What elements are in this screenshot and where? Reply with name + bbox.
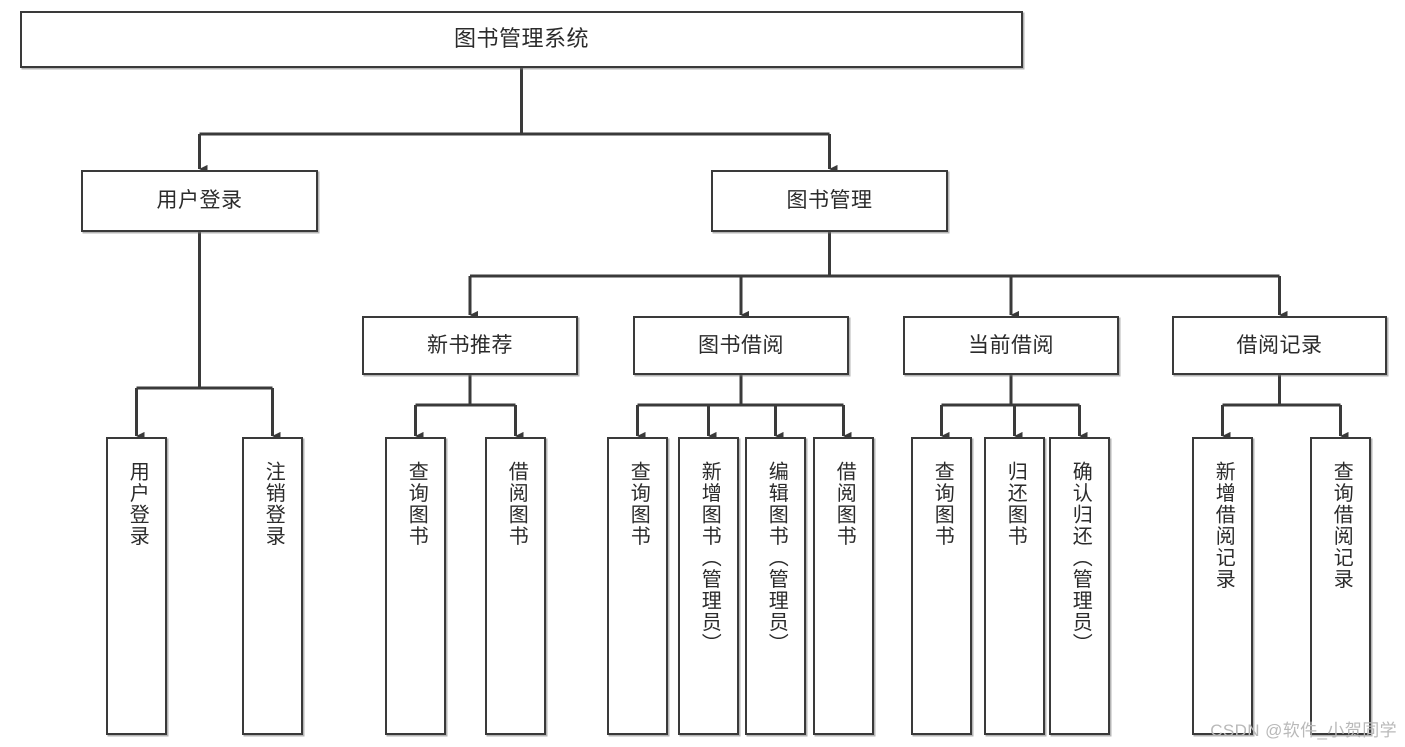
- node-leaf-rec-query[interactable]: 查询借阅记录: [1310, 437, 1371, 735]
- node-label: 用户登录: [126, 461, 149, 547]
- node-leaf-cur-return[interactable]: 归还图书: [984, 437, 1045, 735]
- node-leaf-cur-confirm[interactable]: 确认归还（管理员）: [1049, 437, 1110, 735]
- node-leaf-nb-query[interactable]: 查询图书: [385, 437, 446, 735]
- node-login[interactable]: 用户登录: [81, 170, 318, 232]
- node-label: 用户登录: [156, 189, 243, 213]
- node-leaf-bw-lend[interactable]: 借阅图书: [813, 437, 874, 735]
- node-leaf-user-login[interactable]: 用户登录: [106, 437, 167, 735]
- node-leaf-user-logout[interactable]: 注销登录: [242, 437, 303, 735]
- node-leaf-bw-edit[interactable]: 编辑图书（管理员）: [745, 437, 806, 735]
- node-label: 图书管理: [786, 189, 873, 213]
- node-current[interactable]: 当前借阅: [903, 316, 1119, 375]
- node-leaf-nb-borrow[interactable]: 借阅图书: [485, 437, 546, 735]
- node-label: 查询图书: [627, 461, 650, 547]
- node-label: 新增借阅记录: [1212, 461, 1235, 590]
- node-label: 借阅图书: [505, 461, 528, 547]
- node-label: 归还图书: [1004, 461, 1027, 547]
- node-records[interactable]: 借阅记录: [1172, 316, 1387, 375]
- node-label: 当前借阅: [968, 333, 1054, 357]
- node-label: 图书借阅: [698, 333, 784, 357]
- node-label: 借阅图书: [833, 461, 856, 547]
- node-label: 查询图书: [931, 461, 954, 547]
- node-bookmgmt[interactable]: 图书管理: [711, 170, 948, 232]
- watermark: CSDN @软件_小贺同学: [1210, 721, 1397, 740]
- node-leaf-rec-add[interactable]: 新增借阅记录: [1192, 437, 1253, 735]
- node-label: 确认归还（管理员）: [1069, 461, 1092, 655]
- node-leaf-cur-query[interactable]: 查询图书: [911, 437, 972, 735]
- node-label: 查询图书: [405, 461, 428, 547]
- node-leaf-bw-query[interactable]: 查询图书: [607, 437, 668, 735]
- node-label: 编辑图书（管理员）: [765, 461, 788, 655]
- node-leaf-bw-add[interactable]: 新增图书（管理员）: [678, 437, 739, 735]
- node-borrow[interactable]: 图书借阅: [633, 316, 849, 375]
- node-label: 新书推荐: [427, 333, 513, 357]
- connector-lines: [135, 68, 1349, 441]
- node-label: 新增图书（管理员）: [698, 461, 721, 655]
- node-newbook[interactable]: 新书推荐: [362, 316, 578, 375]
- node-label: 借阅记录: [1236, 333, 1323, 357]
- node-label: 图书管理系统: [453, 26, 589, 52]
- node-label: 查询借阅记录: [1330, 461, 1353, 590]
- node-root[interactable]: 图书管理系统: [20, 11, 1023, 68]
- node-label: 注销登录: [262, 461, 285, 547]
